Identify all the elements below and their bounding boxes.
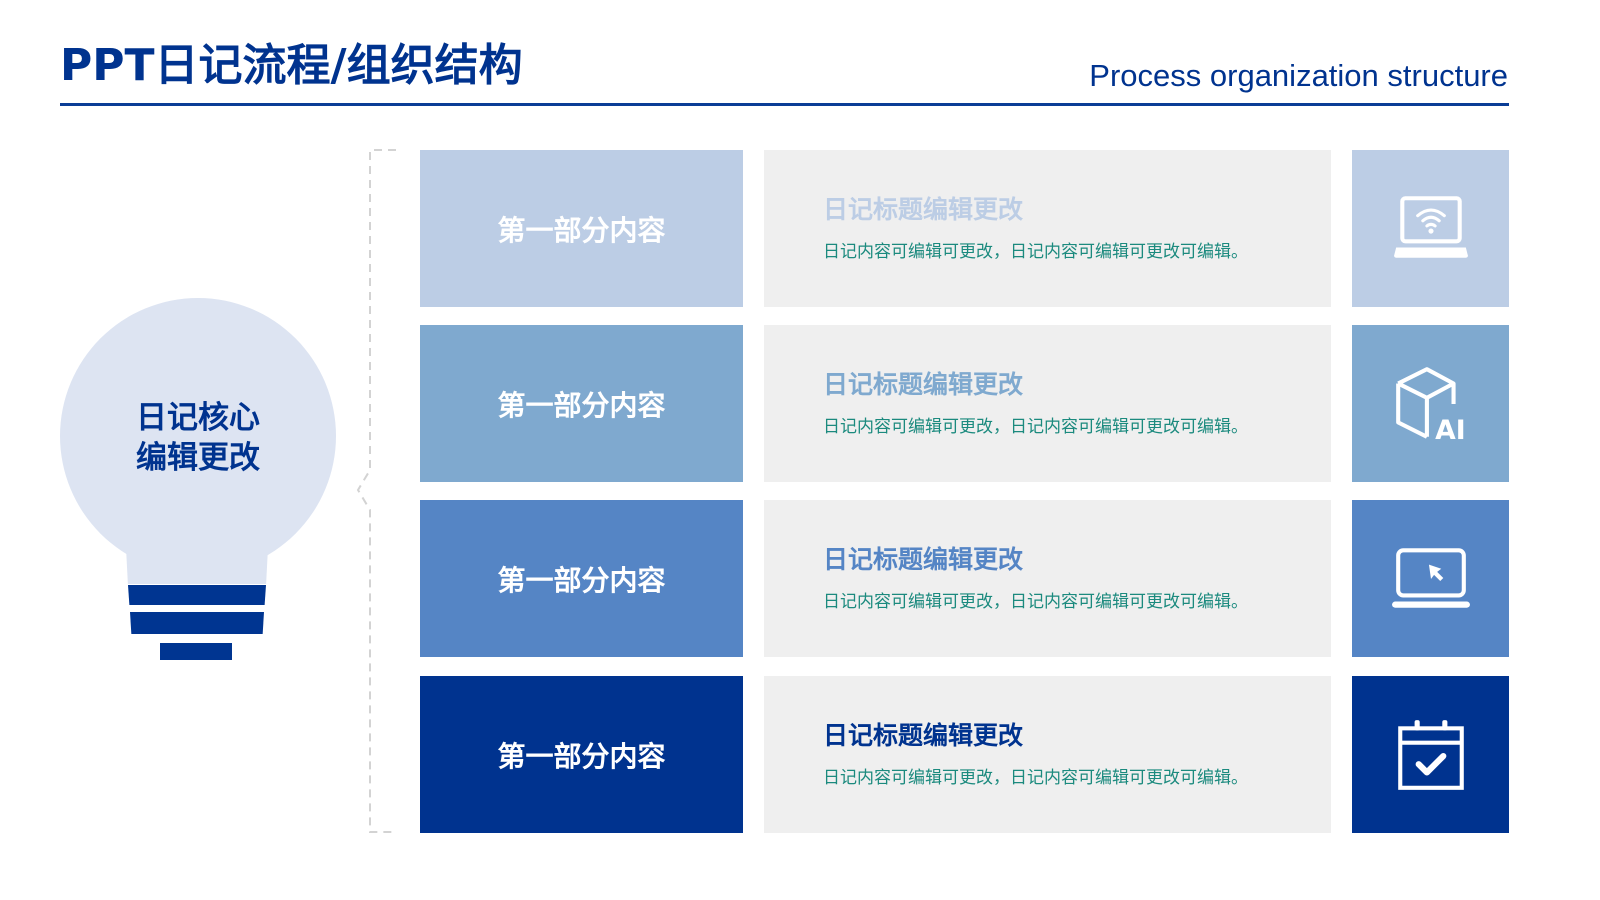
dashed-bracket [356,149,396,833]
process-row: 第一部分内容 日记标题编辑更改 日记内容可编辑可更改，日记内容可编辑可更改可编辑… [0,500,1600,657]
process-row: 第一部分内容 日记标题编辑更改 日记内容可编辑可更改，日记内容可编辑可更改可编辑… [0,150,1600,307]
section-label: 第一部分内容 [497,213,666,247]
icon-box [1352,500,1509,657]
content-desc: 日记内容可编辑可更改，日记内容可编辑可更改可编辑。 [823,417,1248,437]
page-subtitle: Process organization structure [1089,58,1508,93]
cube-ai-icon: AI [1395,366,1466,445]
content-title: 日记标题编辑更改 [823,721,1024,750]
process-row: 第一部分内容 日记标题编辑更改 日记内容可编辑可更改，日记内容可编辑可更改可编辑… [0,325,1600,482]
core-label: 日记核心 编辑更改 [58,398,338,478]
content-desc: 日记内容可编辑可更改，日记内容可编辑可更改可编辑。 [823,768,1248,788]
content-box: 日记标题编辑更改 日记内容可编辑可更改，日记内容可编辑可更改可编辑。 [764,150,1331,307]
icon-box [1352,676,1509,833]
svg-text:AI: AI [1435,414,1466,444]
icon-box: AI [1352,325,1509,482]
bulb-base-stripe [128,585,266,605]
header-divider [60,103,1509,106]
section-label: 第一部分内容 [497,739,666,773]
content-box: 日记标题编辑更改 日记内容可编辑可更改，日记内容可编辑可更改可编辑。 [764,676,1331,833]
content-box: 日记标题编辑更改 日记内容可编辑可更改，日记内容可编辑可更改可编辑。 [764,500,1331,657]
icon-box [1352,150,1509,307]
bulb-base-stripe [160,643,232,660]
section-label-box[interactable]: 第一部分内容 [420,500,743,657]
lightbulb-graphic: 日记核心 编辑更改 [58,298,338,678]
section-label: 第一部分内容 [497,388,666,422]
core-label-line2: 编辑更改 [136,440,260,476]
content-desc: 日记内容可编辑可更改，日记内容可编辑可更改可编辑。 [823,242,1248,262]
section-label: 第一部分内容 [497,563,666,597]
content-title: 日记标题编辑更改 [823,195,1024,224]
content-box: 日记标题编辑更改 日记内容可编辑可更改，日记内容可编辑可更改可编辑。 [764,325,1331,482]
section-label-box[interactable]: 第一部分内容 [420,325,743,482]
laptop-cursor-icon [1391,547,1470,608]
bulb-neck [125,528,269,584]
laptop-wifi-icon [1393,195,1468,258]
content-desc: 日记内容可编辑可更改，日记内容可编辑可更改可编辑。 [823,592,1248,612]
section-label-box[interactable]: 第一部分内容 [420,676,743,833]
calendar-check-icon [1397,719,1464,790]
process-row: 第一部分内容 日记标题编辑更改 日记内容可编辑可更改，日记内容可编辑可更改可编辑… [0,676,1600,833]
core-label-line1: 日记核心 [136,400,260,436]
bulb-base-stripe [130,612,264,634]
content-title: 日记标题编辑更改 [823,545,1024,574]
content-title: 日记标题编辑更改 [823,370,1024,399]
page-title: PPT日记流程/组织结构 [60,40,523,91]
section-label-box[interactable]: 第一部分内容 [420,150,743,307]
